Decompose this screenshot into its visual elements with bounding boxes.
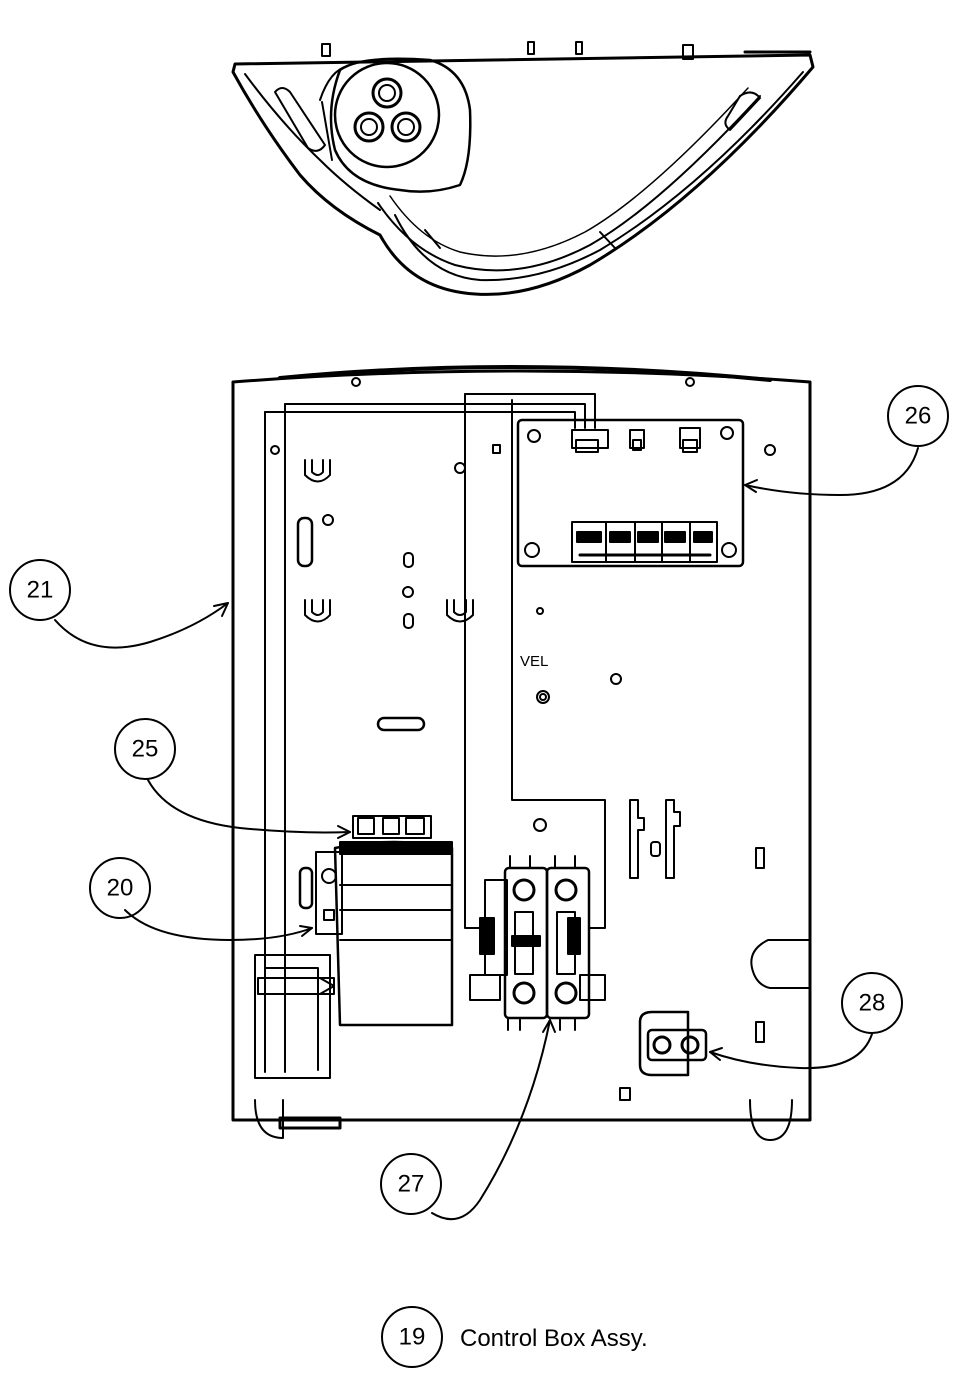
callout-label-28: 28 <box>859 990 886 1017</box>
contactor <box>469 855 606 1031</box>
caption-title: Control Box Assy. <box>460 1325 648 1352</box>
control-board <box>516 418 745 568</box>
callout-25 <box>114 718 176 780</box>
callout-19 <box>381 1306 443 1368</box>
callout-label-21: 21 <box>27 577 54 604</box>
capacitor-strap <box>298 851 343 935</box>
callout-label-20: 20 <box>107 875 134 902</box>
ground-lug <box>619 1010 708 1101</box>
callout-label-26: 26 <box>905 403 932 430</box>
callout-27 <box>380 1153 442 1215</box>
capacitor <box>333 815 454 1027</box>
callout-26 <box>887 385 949 447</box>
panel-marking: VEL <box>520 653 548 670</box>
caption-number: 19 <box>399 1324 426 1351</box>
leader-lines <box>54 447 919 1221</box>
callout-21 <box>9 559 71 621</box>
control-box-top-view <box>231 41 815 296</box>
callout-20 <box>89 857 151 919</box>
callout-label-25: 25 <box>132 736 159 763</box>
callout-label-27: 27 <box>398 1171 425 1198</box>
control-box-panel <box>231 364 812 1141</box>
callout-28 <box>841 972 903 1034</box>
